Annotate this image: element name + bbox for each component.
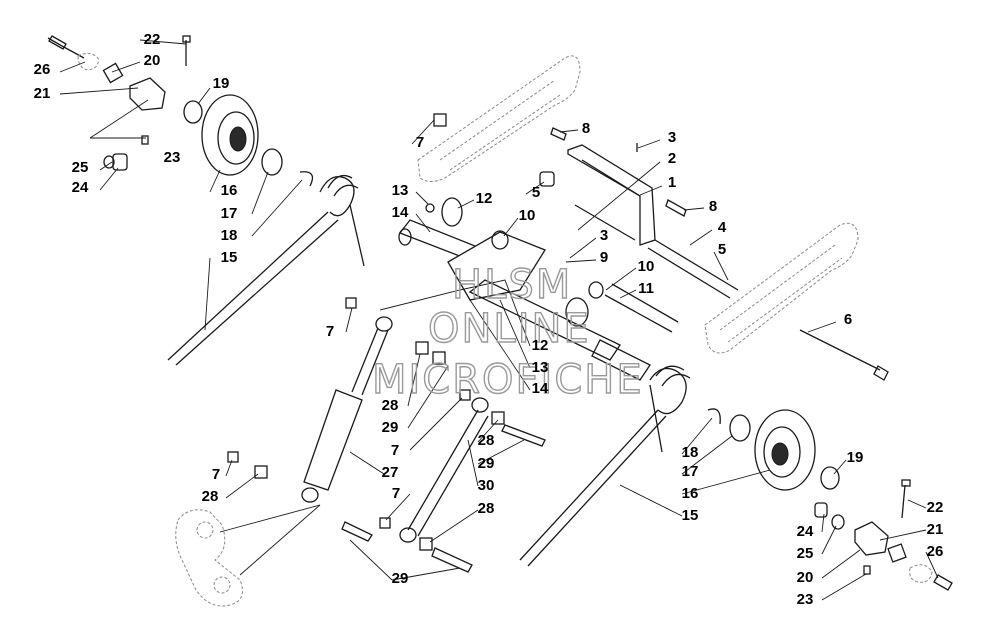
callout-7: 7 [326, 323, 334, 340]
callout-5: 5 [532, 184, 540, 201]
callout-27: 27 [382, 464, 399, 481]
callout-16: 16 [682, 485, 699, 502]
callout-9: 9 [600, 249, 608, 266]
callout-24: 24 [72, 179, 89, 196]
callout-14: 14 [392, 204, 409, 221]
callout-3: 3 [600, 227, 608, 244]
callout-29: 29 [392, 570, 409, 587]
callout-23: 23 [164, 149, 181, 166]
callout-21: 21 [34, 85, 51, 102]
callout-7: 7 [212, 466, 220, 483]
callout-17: 17 [682, 463, 699, 480]
callout-7: 7 [391, 442, 399, 459]
callout-25: 25 [797, 545, 814, 562]
callout-15: 15 [682, 507, 699, 524]
upper-left-bolt-group [47, 35, 191, 171]
watermark-line1: HLSM [452, 262, 572, 308]
callout-5: 5 [718, 241, 726, 258]
watermark: HLSM ONLINE MICROFICHE [371, 261, 644, 403]
callout-13: 13 [392, 182, 409, 199]
callout-28: 28 [478, 500, 495, 517]
long-bolt [799, 329, 889, 381]
callout-30: 30 [478, 477, 495, 494]
callout-23: 23 [797, 591, 814, 608]
callout-28: 28 [382, 397, 399, 414]
callout-29: 29 [478, 455, 495, 472]
lower-right-wheel-group [707, 408, 953, 591]
callout-16: 16 [221, 182, 238, 199]
callout-3: 3 [668, 129, 676, 146]
callout-11: 11 [638, 280, 654, 297]
callout-17: 17 [221, 205, 238, 222]
callout-4: 4 [718, 219, 727, 236]
callout-24: 24 [797, 523, 814, 540]
callout-26: 26 [927, 543, 944, 560]
callout-28: 28 [478, 432, 495, 449]
rail-upper [417, 55, 581, 182]
callout-25: 25 [72, 159, 89, 176]
callout-6: 6 [844, 311, 852, 328]
callout-18: 18 [221, 227, 238, 244]
callout-2: 2 [668, 150, 676, 167]
upper-left-spring [167, 174, 365, 366]
callout-14: 14 [532, 380, 549, 397]
callout-13: 13 [532, 359, 549, 376]
callout-8: 8 [582, 120, 590, 137]
callout-29: 29 [382, 419, 399, 436]
lower-right-spring [519, 365, 691, 567]
callout-19: 19 [213, 75, 230, 92]
callout-12: 12 [476, 190, 493, 207]
callout-19: 19 [847, 449, 864, 466]
callout-22: 22 [144, 31, 161, 48]
upper-frame-bracket [433, 113, 739, 299]
callout-1: 1 [668, 174, 676, 191]
callout-26: 26 [34, 61, 51, 78]
watermark-line3: MICROFICHE [372, 357, 644, 403]
callout-20: 20 [144, 52, 161, 69]
rail-lower [704, 222, 859, 354]
callout-8: 8 [709, 198, 717, 215]
callout-12: 12 [532, 337, 549, 354]
callout-10: 10 [519, 207, 536, 224]
callout-21: 21 [927, 521, 944, 538]
callout-7: 7 [392, 485, 400, 502]
callout-15: 15 [221, 249, 238, 266]
callout-10: 10 [638, 258, 655, 275]
watermark-line2: ONLINE [428, 306, 591, 352]
callout-18: 18 [682, 444, 699, 461]
shock-absorber [301, 297, 446, 503]
callout-28: 28 [202, 488, 219, 505]
upper-left-wheel-group [183, 94, 314, 187]
central-shaft-assembly [398, 197, 679, 381]
link-arm [227, 389, 546, 573]
callout-7: 7 [416, 134, 424, 151]
callout-22: 22 [927, 499, 944, 516]
callout-20: 20 [797, 569, 814, 586]
leader-lines [59, 39, 939, 601]
rear-arm-bracket [175, 509, 243, 607]
